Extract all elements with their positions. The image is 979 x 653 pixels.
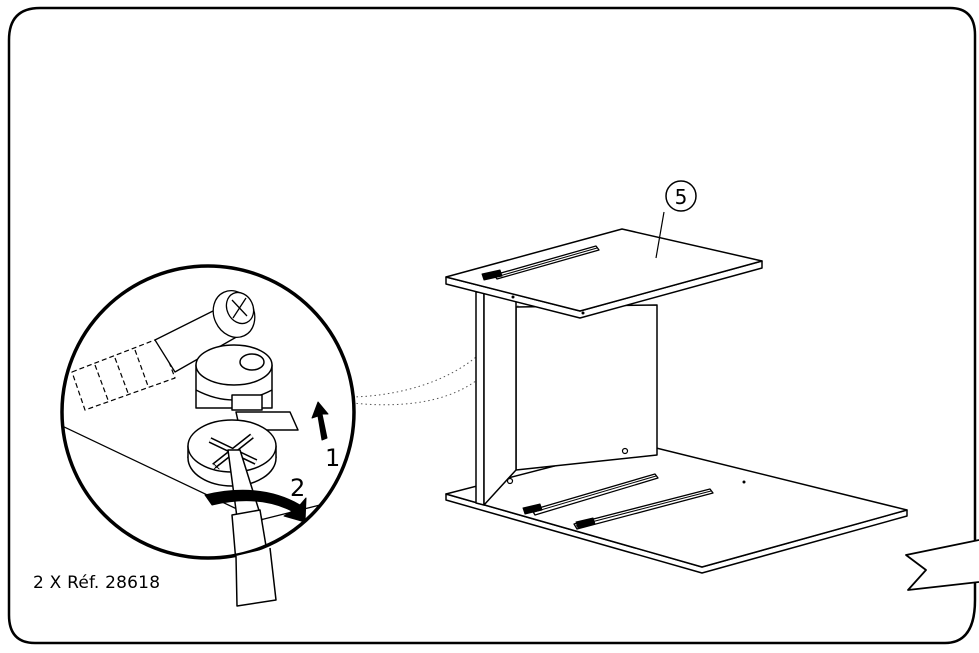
connector-bolt bbox=[154, 290, 256, 373]
part-leader-line bbox=[655, 211, 665, 259]
side-panel bbox=[475, 291, 517, 506]
back-panel bbox=[515, 304, 658, 471]
bottom-panel bbox=[445, 443, 908, 574]
dowel bbox=[71, 337, 176, 411]
detail-leader-line bbox=[351, 299, 513, 398]
next-step-arrow bbox=[905, 539, 979, 591]
screwdriver-handle bbox=[235, 547, 277, 607]
part-callout-circle bbox=[665, 180, 697, 212]
cam-lock-detail: × 1 2 bbox=[60, 264, 356, 607]
part-number: 5 bbox=[675, 185, 688, 209]
step-1-label: 1 bbox=[325, 444, 340, 472]
top-panel bbox=[445, 228, 763, 319]
quantity-reference-caption: 2 X Réf. 28618 bbox=[33, 573, 161, 593]
detail-circle bbox=[62, 266, 354, 558]
lift-arrow bbox=[311, 401, 329, 441]
step-2-label: 2 bbox=[290, 474, 305, 502]
page-frame bbox=[7, 6, 977, 645]
svg-text:×: × bbox=[212, 460, 221, 473]
cabinet-assembly: 5 bbox=[445, 180, 908, 574]
